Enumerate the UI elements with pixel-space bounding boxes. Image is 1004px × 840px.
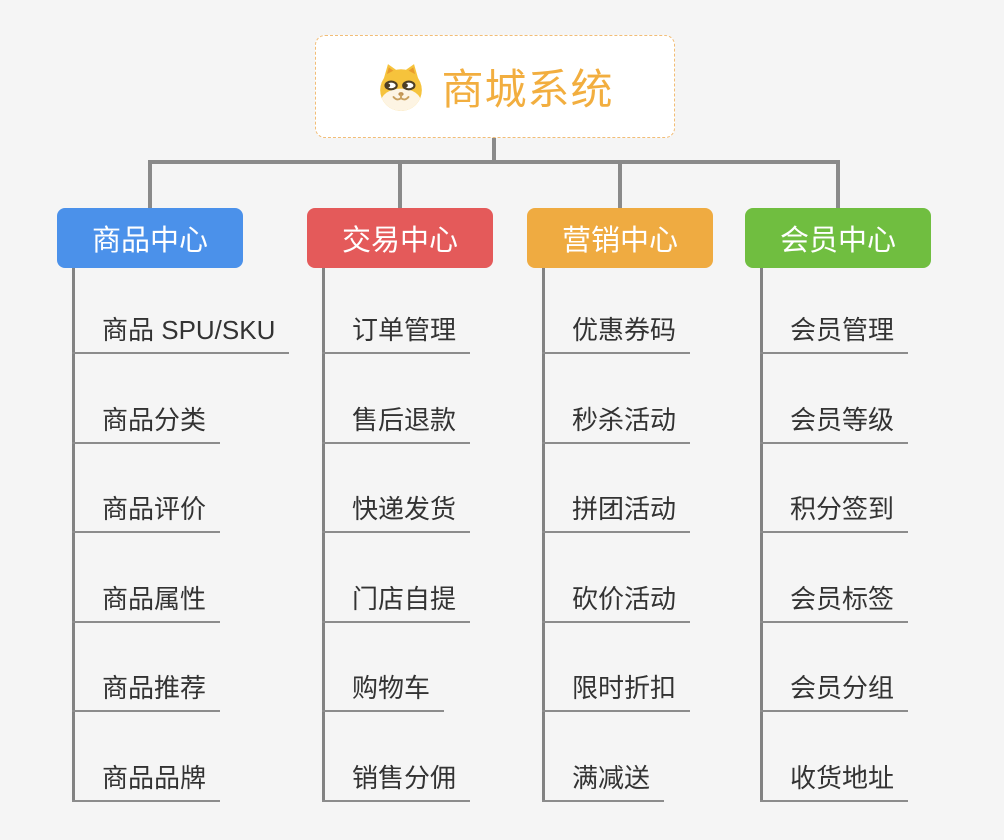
branch-label: 交易中心: [341, 225, 458, 257]
connector-drop-trade: [398, 160, 402, 208]
child-topic[interactable]: 商品属性: [72, 533, 289, 623]
child-topic-label: 拼团活动: [542, 489, 691, 533]
branch-trade-center: 交易中心 订单管理 售后退款 快递发货 门店自提 购物车 销售分佣: [307, 208, 493, 802]
child-topic[interactable]: 会员分组: [760, 623, 909, 712]
child-topic[interactable]: 收货地址: [760, 712, 909, 802]
child-topic[interactable]: 商品 SPU/SKU: [72, 268, 290, 354]
child-topic[interactable]: 快递发货: [322, 444, 471, 533]
branch-node[interactable]: 会员中心: [745, 208, 931, 268]
branch-items: 商品 SPU/SKU 商品分类 商品评价 商品属性 商品推荐 商品品牌: [72, 268, 290, 802]
root-title: 商城系统: [441, 66, 614, 113]
child-topic[interactable]: 商品品牌: [72, 712, 289, 802]
child-topic[interactable]: 会员管理: [760, 268, 909, 354]
child-topic-label: 订单管理: [322, 310, 471, 354]
child-topic-label: 快递发货: [322, 489, 471, 533]
branch-marketing-center: 营销中心 优惠券码 秒杀活动 拼团活动 砍价活动 限时折扣 满减送: [527, 208, 713, 802]
child-topic[interactable]: 积分签到: [760, 444, 909, 533]
child-topic[interactable]: 门店自提: [322, 533, 471, 623]
doge-icon: [376, 62, 426, 112]
connector-drop-marketing: [618, 160, 622, 208]
child-topic[interactable]: 商品推荐: [72, 623, 289, 712]
child-topic-label: 砍价活动: [542, 579, 691, 623]
branch-label: 营销中心: [561, 225, 678, 257]
child-topic[interactable]: 商品分类: [72, 354, 289, 444]
connector-root-drop: [492, 138, 496, 164]
child-topic-label: 商品推荐: [72, 668, 221, 712]
child-topic-label: 会员分组: [760, 668, 909, 712]
child-topic-label: 商品品牌: [72, 758, 221, 802]
connector-horizontal-rail: [148, 160, 840, 164]
child-topic[interactable]: 秒杀活动: [542, 354, 691, 444]
branch-node[interactable]: 交易中心: [307, 208, 493, 268]
branch-label: 会员中心: [779, 225, 896, 257]
branch-trunk-line: [72, 268, 75, 802]
child-topic[interactable]: 限时折扣: [542, 623, 691, 712]
child-topic-label: 售后退款: [322, 400, 471, 444]
child-topic-label: 限时折扣: [542, 668, 691, 712]
child-topic[interactable]: 会员标签: [760, 533, 909, 623]
child-topic-label: 收货地址: [760, 758, 909, 802]
child-topic[interactable]: 砍价活动: [542, 533, 691, 623]
branch-node[interactable]: 商品中心: [57, 208, 243, 268]
branch-items: 会员管理 会员等级 积分签到 会员标签 会员分组 收货地址: [760, 268, 909, 802]
child-topic-label: 会员标签: [760, 579, 909, 623]
child-topic[interactable]: 优惠券码: [542, 268, 691, 354]
child-topic[interactable]: 拼团活动: [542, 444, 691, 533]
child-topic-label: 商品属性: [72, 579, 221, 623]
branch-trunk-line: [760, 268, 763, 802]
child-topic[interactable]: 会员等级: [760, 354, 909, 444]
child-topic-label: 积分签到: [760, 489, 909, 533]
child-topic-label: 商品评价: [72, 489, 221, 533]
child-topic-label: 商品 SPU/SKU: [72, 310, 290, 354]
child-topic[interactable]: 订单管理: [322, 268, 471, 354]
branch-member-center: 会员中心 会员管理 会员等级 积分签到 会员标签 会员分组 收货地址: [745, 208, 931, 802]
child-topic[interactable]: 商品评价: [72, 444, 289, 533]
child-topic[interactable]: 售后退款: [322, 354, 471, 444]
branch-trunk-line: [322, 268, 325, 802]
branch-product-center: 商品中心 商品 SPU/SKU 商品分类 商品评价 商品属性 商品推荐 商品品牌: [57, 208, 290, 802]
branch-items: 优惠券码 秒杀活动 拼团活动 砍价活动 限时折扣 满减送: [542, 268, 691, 802]
child-topic[interactable]: 销售分佣: [322, 712, 471, 802]
child-topic-label: 会员管理: [760, 310, 909, 354]
branch-trunk-line: [542, 268, 545, 802]
child-topic-label: 门店自提: [322, 579, 471, 623]
child-topic[interactable]: 满减送: [542, 712, 690, 802]
child-topic-label: 会员等级: [760, 400, 909, 444]
child-topic[interactable]: 购物车: [322, 623, 470, 712]
child-topic-label: 商品分类: [72, 400, 221, 444]
branch-node[interactable]: 营销中心: [527, 208, 713, 268]
child-topic-label: 销售分佣: [322, 758, 471, 802]
child-topic-label: 购物车: [322, 668, 445, 712]
connector-drop-product: [148, 160, 152, 208]
branch-items: 订单管理 售后退款 快递发货 门店自提 购物车 销售分佣: [322, 268, 471, 802]
connector-drop-member: [836, 160, 840, 208]
root-node[interactable]: 商城系统: [315, 35, 675, 138]
child-topic-label: 秒杀活动: [542, 400, 691, 444]
child-topic-label: 满减送: [542, 758, 665, 802]
child-topic-label: 优惠券码: [542, 310, 691, 354]
branch-label: 商品中心: [91, 225, 208, 257]
